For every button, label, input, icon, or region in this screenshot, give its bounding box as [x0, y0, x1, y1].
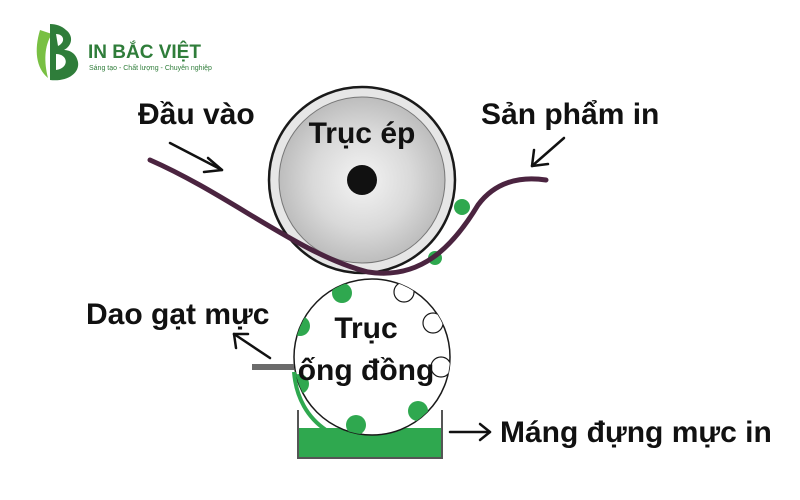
ink-film: [292, 371, 328, 432]
tray-outline: [297, 410, 443, 459]
ink-cell-empty: [430, 356, 450, 378]
arrow-output-icon: [530, 136, 566, 168]
logo-tagline: Sáng tạo - Chất lượng - Chuyên nghiệp: [89, 63, 212, 72]
ink-cell-filled: [408, 401, 428, 421]
doctor-blade: [252, 364, 294, 370]
ink-cell-filled: [346, 415, 366, 435]
label-copper-roller-line2: ống đồng: [298, 354, 435, 387]
impression-roller: [267, 85, 457, 275]
label-copper-roller-line1: Trục: [334, 312, 397, 345]
logo-name: IN BẮC VIỆT: [88, 41, 201, 63]
copper-cylinder-body: [293, 278, 451, 436]
ink-cell-filled: [294, 374, 309, 394]
label-impression-roller: Trục ép: [309, 117, 416, 150]
arrow-input-icon: [168, 141, 224, 174]
label-input: Đầu vào: [138, 98, 255, 131]
arrow-blade-icon: [232, 332, 272, 360]
label-doctor-blade: Dao gạt mực: [86, 298, 269, 331]
paper-web: [147, 157, 549, 276]
copper-cylinder: [292, 278, 451, 436]
label-ink-tray: Máng đựng mực in: [500, 416, 772, 449]
axle-icon: [347, 165, 377, 195]
printed-ink-dot: [454, 199, 470, 215]
ink-cell-filled: [332, 283, 352, 303]
ink-cell-empty: [393, 281, 415, 303]
ink-cells: [294, 281, 450, 435]
leaf-b-icon: [36, 24, 79, 81]
company-logo: IN BẮC VIỆT Sáng tạo - Chất lượng - Chuy…: [36, 24, 212, 81]
arrow-tray-icon: [448, 422, 492, 442]
label-output: Sản phẩm in: [481, 98, 659, 131]
ink-cell-empty: [422, 312, 444, 334]
